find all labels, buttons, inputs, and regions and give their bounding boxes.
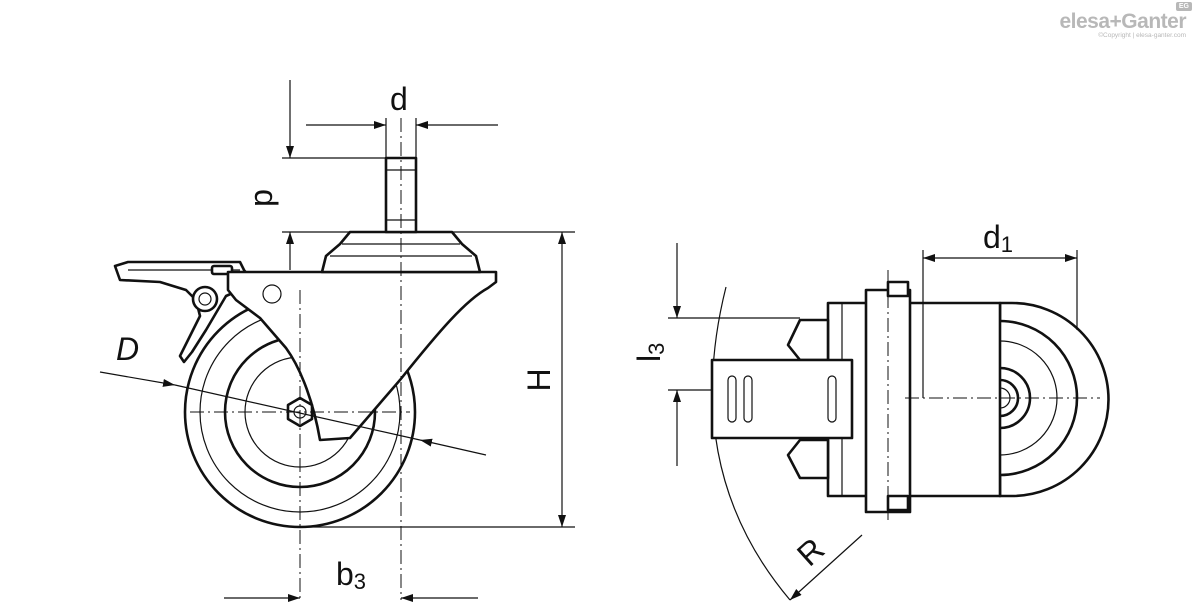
dim-p: p: [243, 189, 279, 207]
pedal-slot-3: [827, 375, 837, 423]
pedal-slot-2: [743, 375, 753, 423]
logo-badge: EG: [1175, 2, 1192, 11]
side-stud-top: [886, 280, 910, 298]
dim-D: D: [116, 331, 139, 367]
fork: [226, 270, 498, 442]
brand-logo: EG elesa+Ganter ©Copyright | elesa-gante…: [1059, 2, 1192, 39]
dim-R: R: [790, 531, 831, 573]
logo-name: elesa+Ganter: [1059, 10, 1186, 33]
pedal-slot-1: [727, 375, 737, 423]
side-stud-bottom: [886, 494, 910, 512]
front-dimensions: d p H D b3: [99, 80, 575, 602]
side-brake-lower: [786, 438, 830, 480]
fork-rivet: [262, 284, 282, 304]
dim-d: d: [390, 81, 408, 117]
dim-H: H: [521, 368, 557, 391]
brake-lever: [113, 260, 254, 364]
dim-b3: b3: [336, 556, 366, 594]
side-view: [710, 270, 1110, 601]
front-view: [113, 118, 498, 600]
side-brake-pedal: [710, 358, 854, 440]
dim-d1: d1: [983, 219, 1013, 257]
side-fork: [826, 301, 1002, 498]
logo-copyright: ©Copyright | elesa-ganter.com: [1098, 32, 1186, 39]
swivel-radius-arc: [711, 286, 791, 601]
brake-pivot: [191, 285, 219, 313]
dim-l3: l3: [631, 343, 669, 362]
brake-pivot-inner: [198, 292, 212, 306]
side-brake-upper: [786, 318, 830, 362]
